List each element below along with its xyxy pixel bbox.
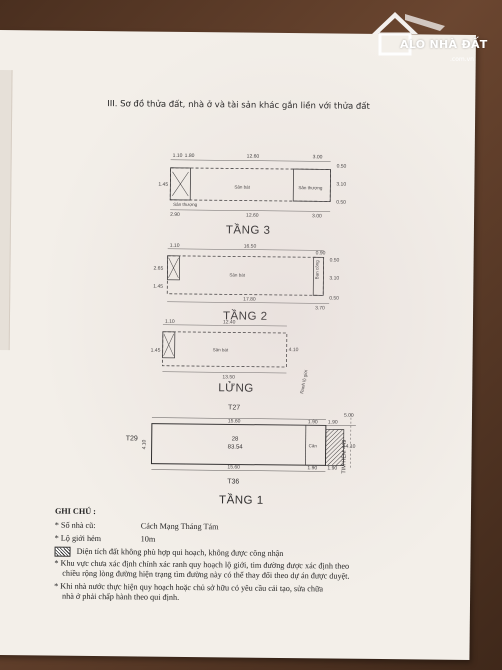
floor-plan-tang3 [169, 159, 331, 212]
room-t3-main: Sân bát [234, 184, 250, 190]
dim-t3-6: 3.10 [336, 181, 347, 188]
dim-t3-7: 0.50 [336, 199, 346, 206]
dim-t2-1: 1.10 [169, 242, 180, 249]
dim-t2-8: 3.10 [329, 275, 340, 282]
floor-plan-drawing [150, 159, 356, 472]
dim-t2-3: 0.90 [315, 250, 326, 257]
notes-section: GHI CHÚ : * Số nhà cũ: Cách Mạng Tháng T… [54, 507, 475, 606]
dim-t1-3: 1.90 [327, 419, 338, 426]
lung-outline [162, 331, 288, 368]
dim-t2-10: 3.70 [315, 305, 325, 312]
room-t2-balcony: Ban công [314, 260, 320, 280]
dim-lung-5: 13.50 [222, 374, 235, 381]
dim-t2-7: 0.50 [329, 257, 340, 264]
neighbor-t29: T29 [125, 435, 138, 443]
floor-plan-lung [162, 324, 288, 374]
dim-t3-3: 12.60 [246, 153, 260, 160]
note-label: * Số nhà cũ: [54, 520, 96, 531]
room-t2-main: Sân bát [229, 272, 245, 278]
dim-t2-5: 1.45 [153, 283, 164, 290]
dim-lung-4: 4.10 [288, 347, 299, 354]
dim-t1-11: 1.90 [327, 465, 338, 472]
dim-t1-2: 1.90 [307, 419, 318, 426]
dim-t3-9: 2.90 [170, 211, 180, 218]
note-value: Cách Mạng Tháng Tám [140, 521, 219, 532]
dim-t3-1: 1.10 [172, 152, 183, 159]
dim-t3-4: 3.00 [312, 154, 323, 161]
note-value: 10m [140, 534, 156, 544]
watermark-logo: ALO NHÀ ĐẤT .com.vn [350, 4, 500, 64]
tang3-left-room [169, 167, 191, 201]
lot-area: 83.54 [227, 444, 243, 451]
dim-t2-9: 0.50 [329, 295, 339, 302]
dim-t3-10: 12.60 [246, 212, 259, 219]
note-label: * Lộ giới hẻm [54, 533, 102, 543]
dim-t1-top: 15.60 [227, 418, 241, 425]
dim-t3-8: 1.45 [158, 181, 169, 188]
room-t3-right: Sân thượng [298, 185, 323, 191]
dim-t2-6: 17.80 [243, 296, 256, 303]
dim-t1-bottom: 15.60 [227, 464, 240, 471]
dim-t3-5: 0.50 [336, 163, 347, 170]
watermark-domain: .com.vn [450, 56, 474, 63]
dim-t2-4: 2.65 [153, 265, 164, 272]
dim-t1-4: 5.00 [343, 412, 354, 419]
alley-label: TIM HẺM 449 [341, 439, 348, 474]
dim-lung-1: 1.10 [164, 318, 175, 325]
dim-t3-11: 3.00 [312, 213, 322, 220]
house-logo-icon [372, 12, 445, 56]
note-item-road-width: * Lộ giới hẻm 10m [55, 533, 475, 548]
neighbor-t27: T27 [228, 404, 241, 412]
dim-lung-2: 12.40 [222, 319, 236, 326]
hatch-legend-icon [54, 546, 71, 557]
floor-title-tang3: TẦNG 3 [225, 224, 271, 237]
legend-text: Diện tích đất không phù hợp qui hoạch, k… [76, 546, 284, 558]
room-t3-left: Sân thượng [173, 201, 198, 208]
watermark-brand: ALO NHÀ ĐẤT [400, 38, 488, 51]
tang2-balcony [312, 256, 325, 296]
neighbor-t36: T36 [227, 478, 240, 486]
dim-t1-10: 1.90 [307, 465, 318, 472]
document-page: III. Sơ đồ thửa đất, nhà ở và tài sản kh… [0, 30, 476, 660]
floor-plan-tang1 [150, 413, 356, 472]
dim-t1-5: 4.10 [141, 439, 148, 450]
floor-title-tang1: TẦNG 1 [219, 494, 264, 507]
dim-lung-3: 1.45 [150, 347, 161, 354]
lot-number: 28 [231, 436, 239, 443]
tang1-hatched-area [325, 429, 345, 466]
floor-plan-tang2 [166, 248, 330, 304]
floor-title-lung: LỬNG [218, 382, 254, 395]
room-t1-can: Cân [308, 443, 317, 449]
room-lung-main: Sân bát [212, 347, 229, 353]
dim-t2-2: 16.50 [243, 243, 257, 250]
dim-t3-2: 1.80 [184, 152, 195, 160]
tang3-right-room [292, 168, 331, 202]
